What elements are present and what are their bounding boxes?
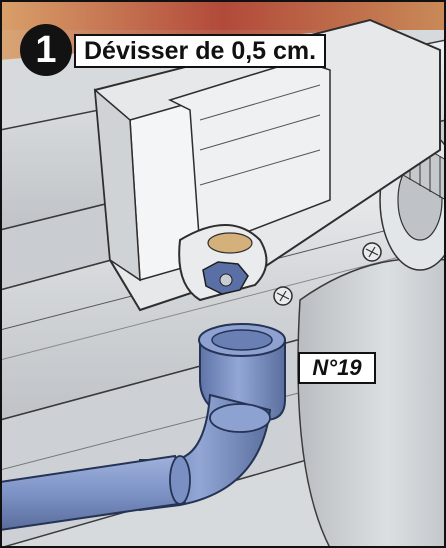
step-instruction: Dévisser de 0,5 cm. bbox=[74, 34, 327, 68]
tool-size-label: N°19 bbox=[298, 352, 376, 384]
step-number-badge: 1 bbox=[20, 24, 72, 76]
